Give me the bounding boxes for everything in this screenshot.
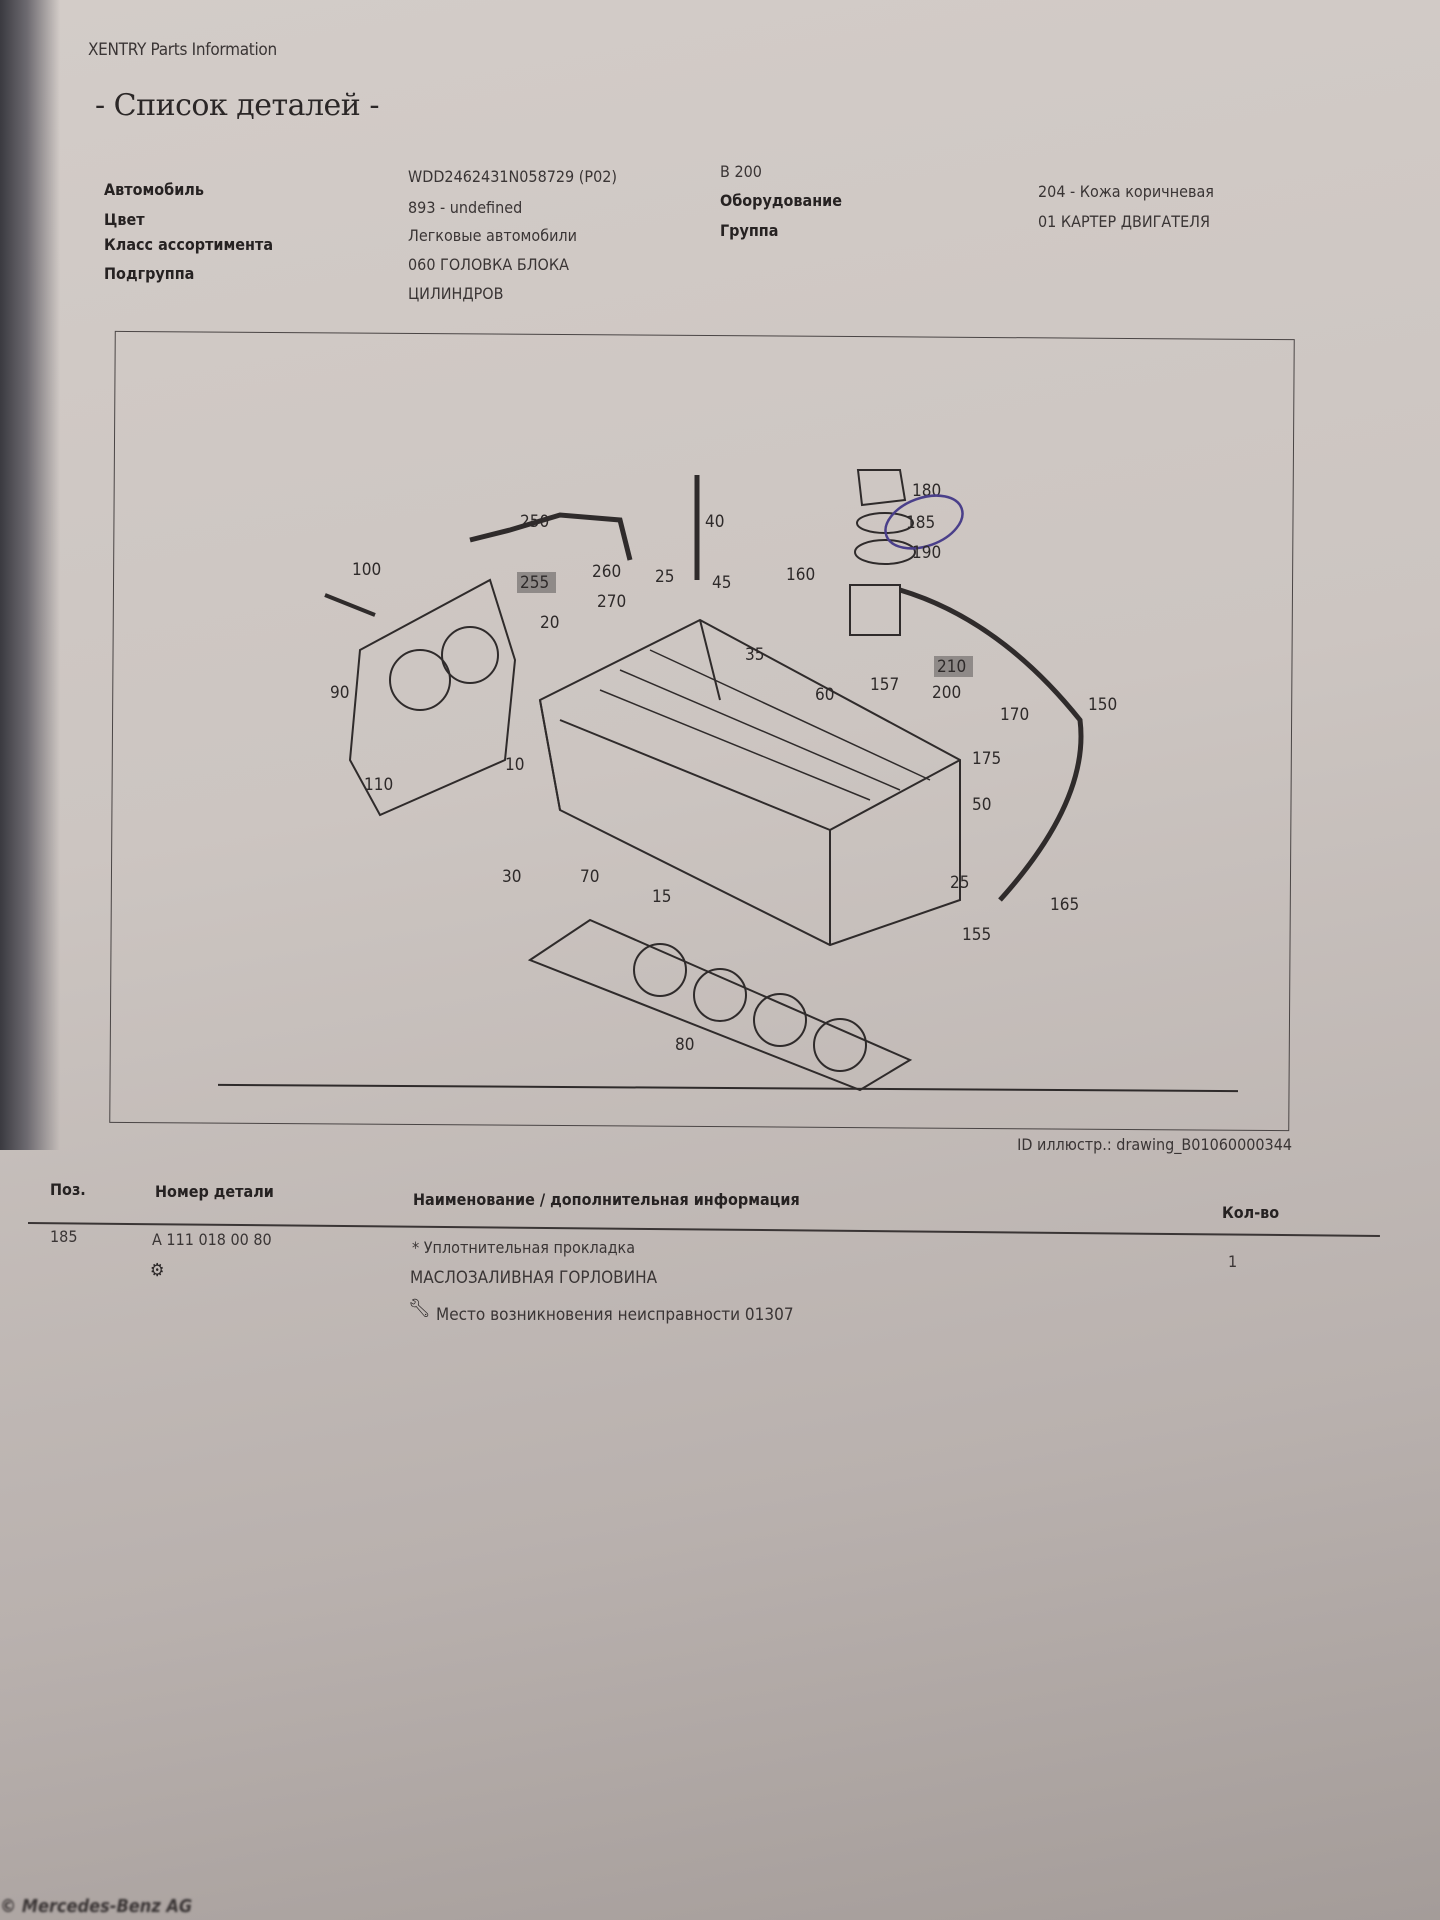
callout-150[interactable]: 150 xyxy=(1088,695,1117,715)
callout-80[interactable]: 80 xyxy=(675,1035,694,1055)
value-color: 893 - undefined xyxy=(408,198,523,217)
label-equipment: Оборудование xyxy=(720,191,842,210)
callout-210[interactable]: 210 xyxy=(937,657,966,677)
callout-50[interactable]: 50 xyxy=(972,795,991,815)
cylinder-head-drawing xyxy=(538,618,961,947)
value-subgroup: 060 ГОЛОВКА БЛОКА xyxy=(408,255,569,274)
row-detail: МАСЛОЗАЛИВНАЯ ГОРЛОВИНА xyxy=(410,1268,658,1288)
value-vin: WDD2462431N058729 (P02) xyxy=(408,167,617,186)
callout-255[interactable]: 255 xyxy=(520,573,549,593)
row-fault-location: Место возникновения неисправности 01307 xyxy=(436,1305,794,1325)
callout-170[interactable]: 170 xyxy=(1000,705,1029,725)
callout-30[interactable]: 30 xyxy=(502,867,521,887)
callout-200[interactable]: 200 xyxy=(932,683,961,703)
value-class: Легковые автомобили xyxy=(408,226,577,245)
col-header-pos: Поз. xyxy=(50,1180,86,1199)
callout-250[interactable]: 250 xyxy=(520,512,549,532)
callout-157[interactable]: 157 xyxy=(870,675,899,695)
callout-100[interactable]: 100 xyxy=(352,560,381,580)
callout-25[interactable]: 25 xyxy=(655,567,674,587)
callout-160[interactable]: 160 xyxy=(786,565,815,585)
callout-260[interactable]: 260 xyxy=(592,562,621,582)
callout-90[interactable]: 90 xyxy=(330,683,349,703)
col-header-description: Наименование / дополнительная информация xyxy=(413,1190,800,1209)
exploded-parts-diagram: 100 250 255 260 270 25 40 45 20 90 110 10 35 60 157 160… xyxy=(324,469,1117,1092)
copyright-footer: © Mercedes-Benz AG xyxy=(0,1896,193,1917)
row-qty: 1 xyxy=(1228,1252,1238,1271)
callout-35[interactable]: 35 xyxy=(745,645,764,665)
callout-110[interactable]: 110 xyxy=(364,775,393,795)
label-subgroup: Подгруппа xyxy=(104,264,195,283)
callout-165[interactable]: 165 xyxy=(1050,895,1079,915)
hand-drawn-circle xyxy=(884,494,964,550)
callout-40[interactable]: 40 xyxy=(705,512,724,532)
label-group: Группа xyxy=(720,221,779,240)
label-color: Цвет xyxy=(104,210,145,229)
callout-highlight xyxy=(934,656,973,677)
callout-25[interactable]: 25 xyxy=(950,873,969,893)
callout-15[interactable]: 15 xyxy=(652,887,671,907)
row-pos: 185 xyxy=(50,1227,78,1246)
callout-190[interactable]: 190 xyxy=(912,543,941,563)
callout-20[interactable]: 20 xyxy=(540,613,559,633)
callout-175[interactable]: 175 xyxy=(972,749,1001,769)
callout-10[interactable]: 10 xyxy=(505,755,524,775)
callout-185[interactable]: 185 xyxy=(906,513,935,533)
brand-header: XENTRY Parts Information xyxy=(88,40,277,60)
callout-highlight xyxy=(517,572,556,593)
background-edge xyxy=(0,0,60,1150)
callout-155[interactable]: 155 xyxy=(962,925,991,945)
illustration-id: ID иллюстр.: drawing_B01060000344 xyxy=(1017,1135,1292,1154)
gear-badge-icon[interactable]: ⚙ xyxy=(150,1260,165,1281)
wrench-icon: 🔧︎ xyxy=(408,1298,431,1319)
callout-70[interactable]: 70 xyxy=(580,867,599,887)
value-equipment: 204 - Кожа коричневая xyxy=(1038,182,1214,201)
head-gasket-drawing xyxy=(527,918,913,1092)
row-description: * Уплотнительная прокладка xyxy=(412,1238,636,1257)
col-header-part-number: Номер детали xyxy=(155,1182,274,1201)
timing-cover-drawing xyxy=(348,578,517,817)
label-class: Класс ассортимента xyxy=(104,235,274,254)
value-group: 01 КАРТЕР ДВИГАТЕЛЯ xyxy=(1038,212,1210,231)
col-header-qty: Кол-во xyxy=(1222,1203,1280,1222)
row-part-number[interactable]: A 111 018 00 80 xyxy=(152,1230,272,1249)
page-title: - Список деталей - xyxy=(95,88,379,123)
callout-60[interactable]: 60 xyxy=(815,685,834,705)
callout-45[interactable]: 45 xyxy=(712,573,731,593)
value-model: B 200 xyxy=(720,162,762,181)
callout-270[interactable]: 270 xyxy=(597,592,626,612)
value-subgroup-cont: ЦИЛИНДРОВ xyxy=(408,284,504,303)
label-vehicle: Автомобиль xyxy=(104,180,204,199)
